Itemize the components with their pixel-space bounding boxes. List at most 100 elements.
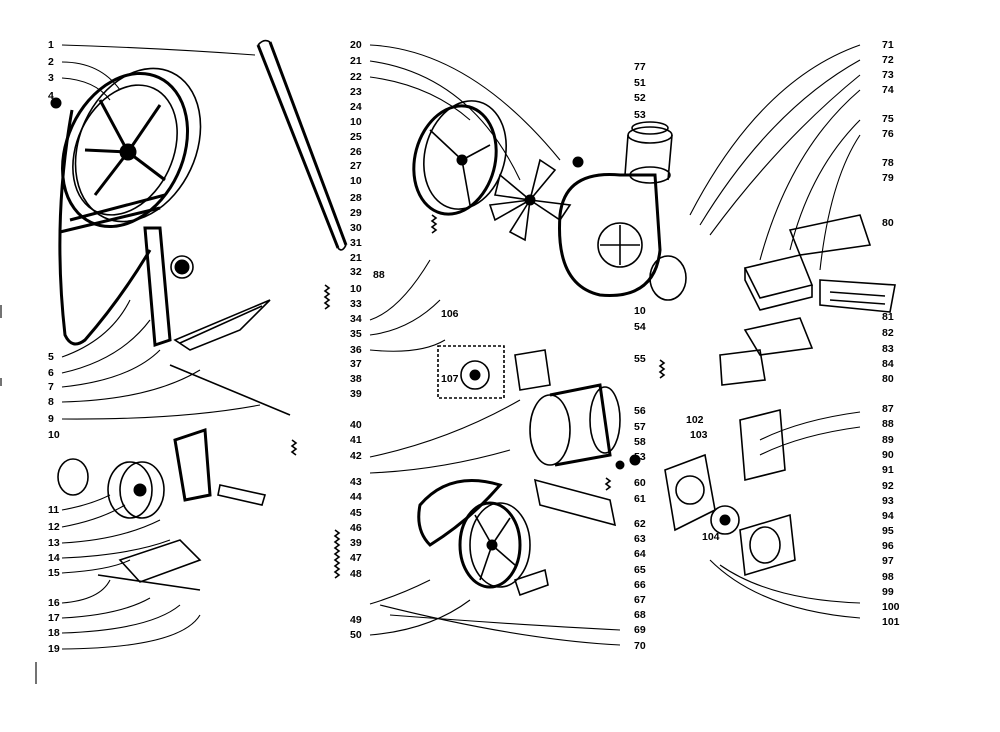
part-label-21: 21 [350, 55, 362, 67]
part-label-29: 29 [350, 207, 362, 219]
part-label-69: 69 [634, 624, 646, 636]
part-label-47: 47 [350, 552, 362, 564]
part-label-61: 61 [634, 493, 646, 505]
part-label-46: 46 [350, 522, 362, 534]
part-label-22: 22 [350, 71, 362, 83]
part-label-10e: 10 [634, 305, 646, 317]
leader-lines [61, 44, 861, 650]
part-label-51: 51 [634, 77, 646, 89]
part-label-72: 72 [882, 54, 894, 66]
part-label-70: 70 [634, 640, 646, 652]
blower-housing [558, 126, 687, 301]
part-label-82: 82 [882, 327, 894, 339]
part-label-27: 27 [350, 160, 362, 172]
part-label-76: 76 [882, 128, 894, 140]
part-label-28: 28 [350, 192, 362, 204]
part-label-94: 94 [882, 510, 894, 522]
part-label-39b: 39 [350, 537, 362, 549]
springs [290, 214, 666, 579]
part-label-34: 34 [350, 313, 362, 325]
part-label-16: 16 [48, 597, 60, 609]
part-label-42: 42 [350, 450, 362, 462]
part-label-39: 39 [350, 388, 362, 400]
part-label-84: 84 [882, 358, 894, 370]
labels-center-right: 77 51 52 53 10 54 55 56 57 58 53 60 61 6… [634, 61, 646, 652]
part-label-106: 106 [441, 308, 459, 320]
bracket-arm [143, 226, 291, 416]
part-label-5: 5 [48, 351, 54, 363]
part-label-100: 100 [882, 601, 900, 613]
part-label-10c: 10 [350, 175, 362, 187]
part-label-103: 103 [690, 429, 708, 441]
motor [529, 383, 641, 527]
part-label-1: 1 [48, 39, 54, 51]
part-label-92: 92 [882, 480, 894, 492]
part-label-50: 50 [350, 629, 362, 641]
part-label-10d: 10 [350, 283, 362, 295]
part-label-44: 44 [350, 491, 362, 503]
part-label-83: 83 [882, 343, 894, 355]
part-label-74: 74 [882, 84, 894, 96]
part-label-104: 104 [702, 531, 720, 543]
part-label-32: 32 [350, 266, 362, 278]
part-label-77: 77 [634, 61, 646, 73]
part-label-52: 52 [634, 92, 646, 104]
part-label-81: 81 [882, 311, 894, 323]
part-label-57: 57 [634, 421, 646, 433]
part-label-64: 64 [634, 548, 646, 560]
fan-disk [412, 100, 507, 216]
part-label-9: 9 [48, 413, 54, 425]
part-label-80: 80 [882, 217, 894, 229]
upper-right-plates [719, 214, 896, 386]
part-label-56: 56 [634, 405, 646, 417]
labels-right: 71 72 73 74 75 76 78 79 80 81 82 83 84 8… [882, 39, 900, 628]
part-label-17: 17 [48, 612, 60, 624]
part-label-37: 37 [350, 358, 362, 370]
part-label-45: 45 [350, 507, 362, 519]
part-label-102: 102 [686, 414, 704, 426]
part-label-58: 58 [634, 436, 646, 448]
part-label-14: 14 [48, 552, 60, 564]
motor-mount-inset [437, 345, 551, 399]
part-label-101: 101 [882, 616, 900, 628]
lower-left-assembly [57, 427, 267, 591]
part-label-107: 107 [441, 373, 459, 385]
part-label-89: 89 [882, 434, 894, 446]
part-label-43: 43 [350, 476, 362, 488]
part-label-19: 19 [48, 643, 60, 655]
long-v-belt [256, 39, 348, 251]
lower-pulley [458, 501, 549, 597]
labels-center-left: 20 21 22 23 24 10 25 26 27 10 28 29 30 3… [350, 39, 385, 641]
part-label-80b: 80 [882, 373, 894, 385]
part-label-20: 20 [350, 39, 362, 51]
part-label-6: 6 [48, 367, 54, 379]
part-label-53b: 53 [634, 451, 646, 463]
part-label-12: 12 [48, 521, 60, 533]
part-label-95: 95 [882, 525, 894, 537]
part-label-55: 55 [634, 353, 646, 365]
part-label-38: 38 [350, 373, 362, 385]
part-label-97: 97 [882, 555, 894, 567]
gasket-ring [631, 121, 669, 135]
part-label-53: 53 [634, 109, 646, 121]
part-label-8: 8 [48, 396, 54, 408]
part-label-91: 91 [882, 464, 894, 476]
labels-left: 1 2 3 4 5 6 7 8 9 10 11 12 13 14 15 16 1… [48, 39, 60, 655]
part-label-18: 18 [48, 627, 60, 639]
part-label-13: 13 [48, 537, 60, 549]
part-label-48: 48 [350, 568, 362, 580]
part-label-24: 24 [350, 101, 362, 113]
impeller [488, 158, 572, 242]
part-label-10: 10 [48, 429, 60, 441]
part-label-40: 40 [350, 419, 362, 431]
part-label-67: 67 [634, 594, 646, 606]
part-label-36: 36 [350, 344, 362, 356]
part-label-96: 96 [882, 540, 894, 552]
part-label-60: 60 [634, 477, 646, 489]
part-label-49: 49 [350, 614, 362, 626]
parts-drawing [50, 39, 896, 650]
part-label-54: 54 [634, 321, 646, 333]
part-label-11: 11 [48, 504, 59, 516]
part-label-68: 68 [634, 609, 646, 621]
part-label-2: 2 [48, 56, 54, 68]
